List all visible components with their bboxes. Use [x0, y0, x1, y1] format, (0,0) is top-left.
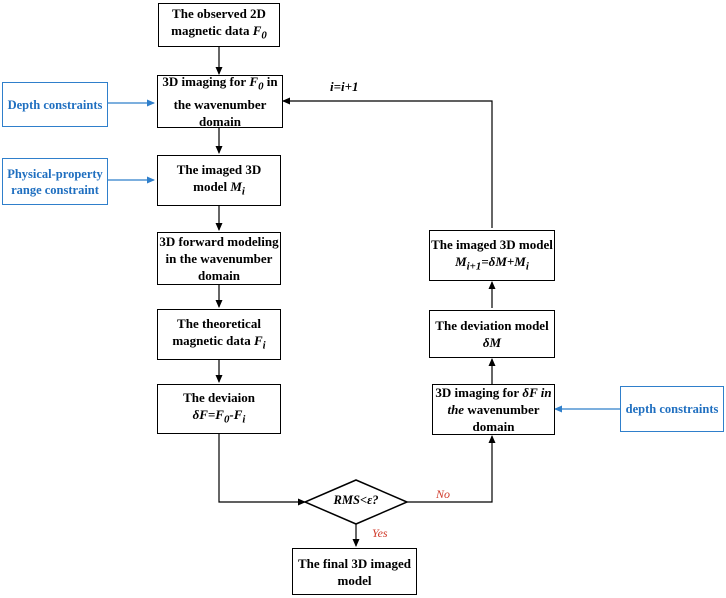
forward-modeling-box: 3D forward modeling in the wavenumber do… [157, 232, 281, 285]
physical-line2: range constraint [11, 182, 99, 197]
arrow-deviation-decision [218, 434, 306, 506]
imaged-line2: model Mi [193, 178, 245, 198]
observed-data-box: The observed 2D magnetic data F0 [158, 3, 280, 47]
deviation-line1: The deviaion [183, 390, 255, 406]
imaged2-formula: Mi+1=δM+Mi [455, 253, 529, 273]
imaged-line1: The imaged 3D [176, 161, 262, 177]
imaged-model-box: The imaged 3D model Mi [157, 155, 281, 206]
theoretical-line2: magnetic data Fi [172, 332, 266, 352]
imaging2-line3: domain [472, 419, 515, 434]
imaging2-box: 3D imaging for δF in the wavenumber doma… [432, 384, 555, 435]
depth-constraints-box: Depth constraints [2, 82, 108, 127]
imaging-box: 3D imaging for F0 in the wavenumber doma… [157, 74, 283, 129]
final-line1: The final 3D imaged [297, 555, 412, 571]
forward-line2: in the wavenumber [165, 251, 273, 266]
arrow-decision-imaging2 [407, 435, 496, 503]
imaging-line1: 3D imaging for F0 in [162, 74, 278, 93]
observed-line2: magnetic data F0 [171, 23, 267, 42]
imaged2-line1: The imaged 3D model [431, 236, 553, 252]
physical-line1: Physical-property [7, 166, 103, 181]
no-label: No [436, 487, 451, 501]
imaged2-box: The imaged 3D model Mi+1=δM+Mi [429, 230, 555, 281]
deviation-formula: δF=F0-Fi [192, 407, 246, 426]
forward-line1: 3D forward modeling [159, 234, 279, 249]
deviation-model-box: The deviation model δM [429, 310, 555, 358]
forward-line3: domain [198, 268, 240, 283]
theoretical-line1: The theoretical [177, 315, 261, 331]
devmodel-line1: The deviation model [435, 318, 549, 333]
imaging2-line1: 3D imaging for δF in [435, 385, 552, 400]
depth-constraints-right-box: depth constraints [620, 386, 724, 432]
imaging-line3: domain [199, 113, 241, 129]
decision-label: RMS<ε? [333, 493, 379, 507]
theoretical-data-box: The theoretical magnetic data Fi [157, 309, 281, 360]
depth2-label: depth constraints [625, 402, 719, 416]
arrow-loop-back [282, 97, 493, 228]
final-line2: model [337, 572, 372, 588]
yes-label: Yes [372, 526, 388, 540]
deviation-box: The deviaion δF=F0-Fi [157, 384, 281, 434]
decision-diamond [303, 479, 409, 525]
imaging-line2: the wavenumber [173, 96, 267, 112]
final-model-box: The final 3D imaged model [292, 548, 417, 595]
depth-constraints-label: Depth constraints [7, 97, 103, 112]
imaging2-line2: the wavenumber [447, 402, 540, 417]
devmodel-var: δM [482, 335, 502, 350]
observed-line1: The observed 2D [172, 6, 266, 22]
physical-property-box: Physical-property range constraint [2, 158, 108, 205]
iteration-label: i=i+1 [330, 79, 359, 94]
